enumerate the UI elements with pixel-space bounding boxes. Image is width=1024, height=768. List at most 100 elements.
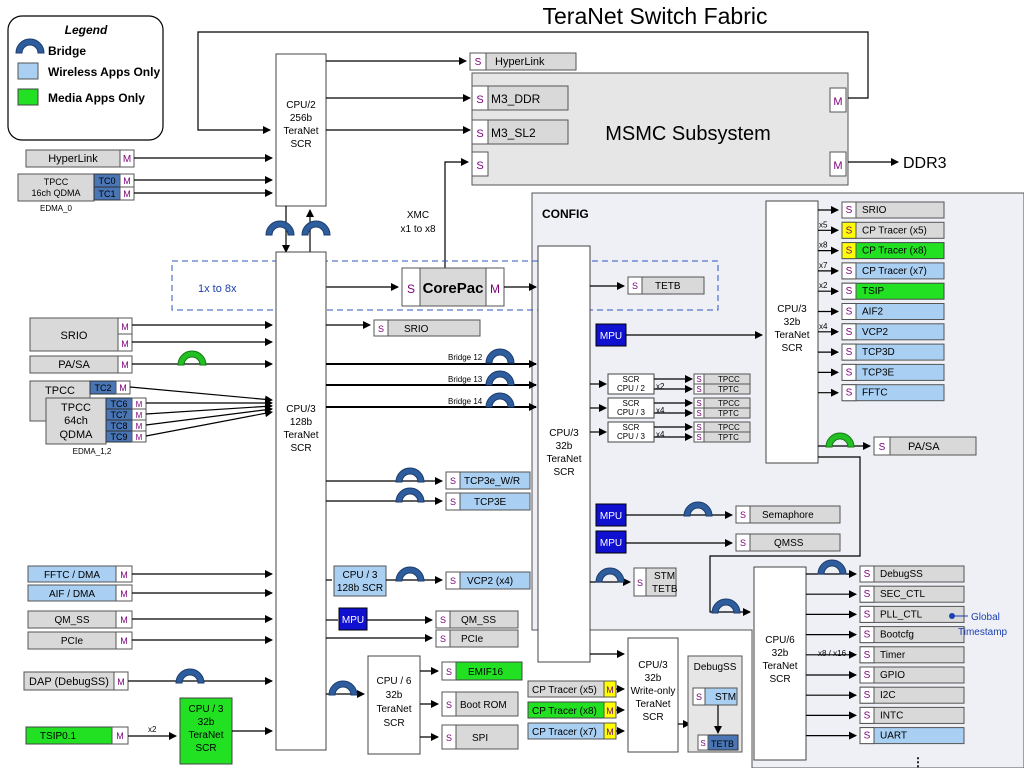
corepac-label: CorePac [423,280,484,297]
cpu6-right-line: SCR [769,674,790,685]
edma0-label: EDMA_0 [40,204,73,213]
cpu3-128b-scr-line: 128b SCR [337,583,383,594]
bridge-icon [485,370,515,386]
bottom-right-slave-label: INTC [880,710,903,721]
scr-small-line: SCR [623,375,640,384]
bridge-icon [485,348,515,364]
cpu6-32-right-scr: CPU/6 32b TeraNet SCR [753,566,807,761]
qm-ss-slave-label: QM_SS [461,615,496,626]
bottom-right-slave-label: GPIO [880,670,905,681]
semaphore-label: Semaphore [762,510,814,521]
dap-master: DAP (DebugSS) M [23,671,129,691]
right-slave-label: VCP2 [862,327,889,338]
bridge-icon [395,566,425,582]
mpu-block [338,607,368,631]
wo-line: Write-only [631,686,676,697]
wo-line: 32b [645,673,662,684]
mpu-label: MPU [600,331,622,342]
wo-line: SCR [642,712,663,723]
m-port: M [606,706,614,716]
pasa-master-label: PA/SA [58,359,90,371]
cpu3-green-scr: CPU / 3 32b TeraNet SCR [179,697,233,765]
s-port: S [864,630,871,641]
fftc-dma-label: FFTC / DMA [44,570,100,581]
right-scr-line: CPU/3 [777,304,807,315]
tc1-label: TC1 [98,189,115,199]
tc0-label: TC0 [98,176,115,186]
xmc-label: x1 to x8 [400,224,435,235]
srio-master-label: SRIO [61,330,88,342]
mpu-label: MPU [342,615,364,626]
bridge-icon [395,487,425,503]
tc8-label: TC8 [110,421,127,431]
bridge-icon [177,350,207,366]
pasa-right-label: PA/SA [908,441,940,453]
mpu-block [595,530,627,554]
cpu3-line: 128b [290,417,313,428]
tpcc-label: TPCC [718,375,740,384]
qmss-slave: S QMSS [735,533,841,552]
s-port: S [450,476,456,486]
s-port: S [864,670,871,681]
cpu2-line: CPU/2 [286,100,316,111]
tpcc16-master: TPCC 16ch QDMA TC0 TC1 M M EDMA_0 [17,173,135,213]
emif16-label: EMIF16 [468,667,503,678]
m-port: M [121,322,129,332]
right-scr-line: TeraNet [774,330,809,341]
m-port: M [136,422,143,431]
s-port: S [846,225,853,236]
bridge-icon [328,680,358,696]
xmc-label: XMC [407,210,429,221]
msmc-s-port: S [476,94,483,106]
right-slave-label: FFTC [862,388,888,399]
cpu3-32-right-scr: CPU/3 32b TeraNet SCR [765,200,819,464]
spi-label: SPI [472,733,488,744]
debugss-tetb-label: TETB [711,739,734,749]
config-scr-line: TeraNet [546,454,581,465]
right-slave-label: TCP3E [862,367,895,378]
s-port: S [740,538,746,548]
hyperlink-master-label: HyperLink [48,153,98,165]
m-port: M [120,636,128,646]
s-port: S [637,578,643,588]
pcie-master: PCIe M [27,631,133,650]
fftc-dma-master: FFTC / DMA M [27,565,133,583]
s-port: S [450,497,456,507]
hyperlink-master: HyperLink M [25,149,135,168]
srio-slave: S SRIO [373,319,481,337]
msmc-label: MSMC Subsystem [605,123,771,145]
bottom-right-slave-label: Bootcfg [880,630,914,641]
timer-mult-label: x8 / x16 [818,649,847,658]
tsip01-master: TSIP0.1 M [25,726,129,745]
s-port: S [864,710,871,721]
tc6-label: TC6 [110,399,127,409]
msmc-s-port: S [476,160,483,172]
s-port: S [740,510,746,520]
legend-title: Legend [65,23,108,37]
s-port: S [475,57,482,68]
pcie-slave: S PCIe [435,629,519,648]
vcp2-x4-label: VCP2 (x4) [467,576,513,587]
cp-tracer-label: CP Tracer (x5) [532,685,597,696]
s-port: S [846,286,853,297]
m-port: M [120,570,128,580]
aif-dma-label: AIF / DMA [49,589,95,600]
tetb-slave: S TETB [627,276,705,295]
vcp2-x4-slave: S VCP2 (x4) [445,571,531,590]
dap-label: DAP (DebugSS) [29,676,109,688]
slave-mult: x2 [819,281,828,290]
cpu3-writeonly-scr: CPU/3 32b Write-only TeraNet SCR [627,637,679,753]
tcp3e-label: TCP3E [474,497,507,508]
boot-rom-slave: S Boot ROM [441,691,519,717]
bridge13-label: Bridge 13 [448,375,483,384]
bottom-right-slave-label: UART [880,731,907,742]
